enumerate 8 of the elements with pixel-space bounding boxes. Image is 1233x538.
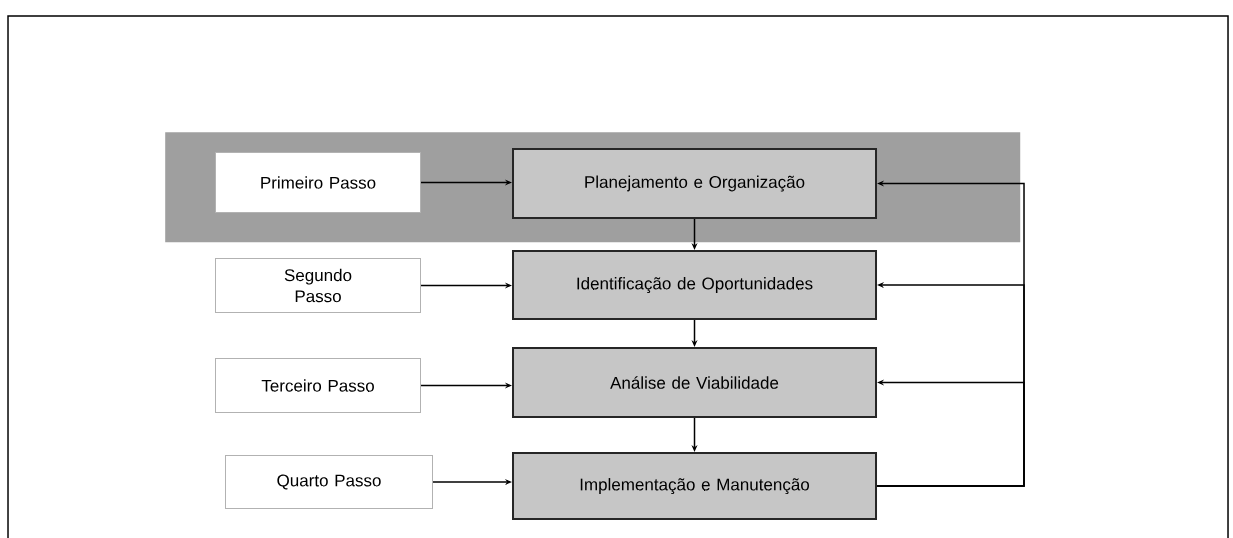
step-box: Primeiro Passo: [215, 152, 421, 213]
process-box: Implementação e Manutenção: [512, 452, 877, 520]
process-box: Planejamento e Organização: [512, 148, 877, 219]
step-box: Quarto Passo: [225, 455, 433, 509]
process-box: Análise de Viabilidade: [512, 347, 877, 418]
step-box: Segundo Passo: [215, 258, 421, 313]
process-box: Identificação de Oportunidades: [512, 250, 877, 320]
step-box: Terceiro Passo: [215, 358, 421, 413]
